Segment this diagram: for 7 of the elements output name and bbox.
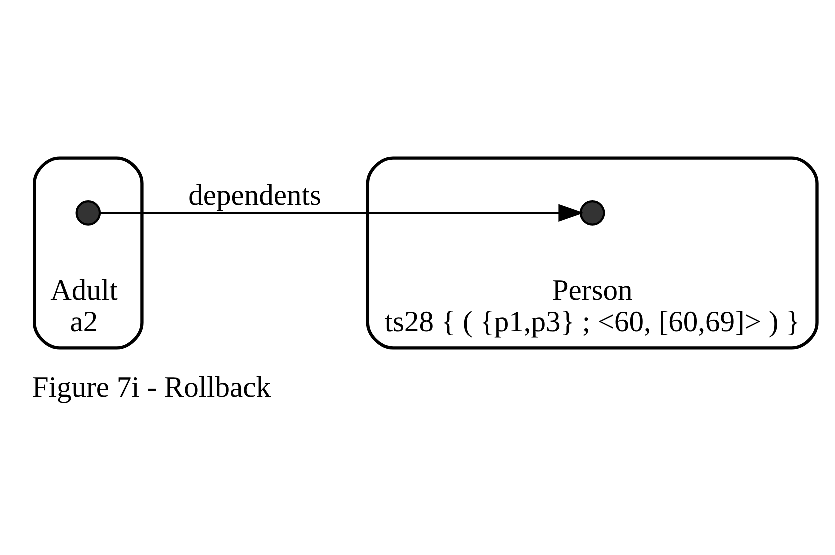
node-circle: [76, 200, 102, 226]
cluster: Person ts28 { ( {p1,p3} ; <60, [60,69]> ) }: [366, 156, 819, 350]
caption: Figure 7i - Rollback: [32, 372, 271, 404]
arrow: [100, 204, 584, 222]
cluster: Adult a2: [33, 156, 144, 350]
edge-label: dependents: [188, 180, 322, 212]
node-circle: [580, 200, 606, 226]
